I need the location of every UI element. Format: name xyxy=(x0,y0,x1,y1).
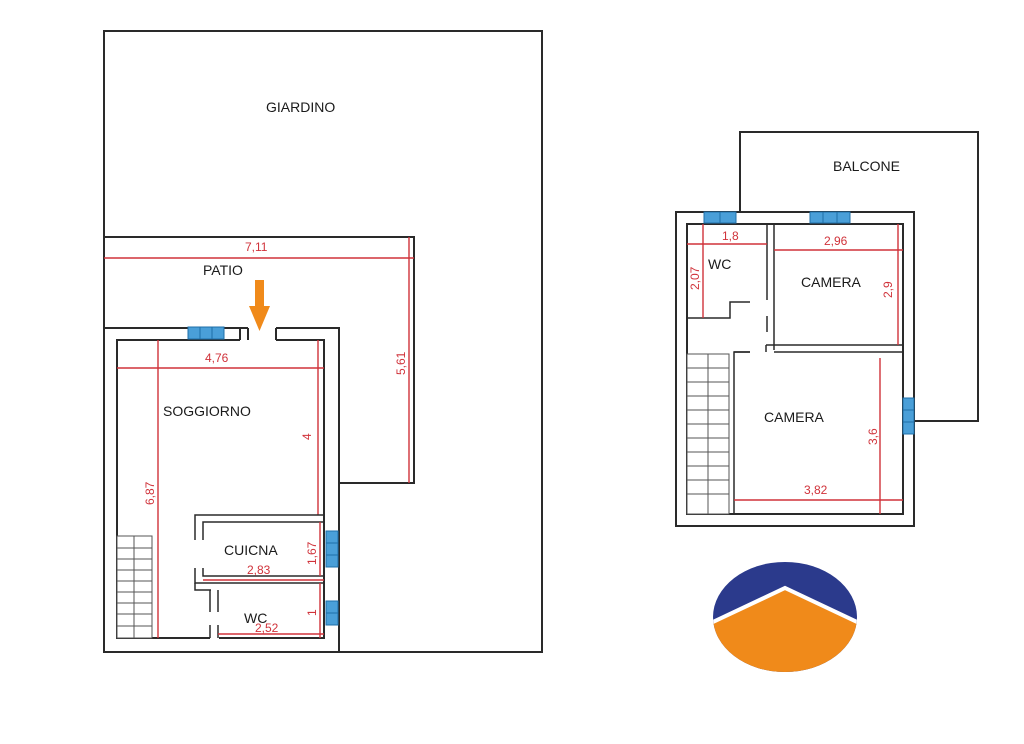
window-icon xyxy=(325,600,339,626)
kitchen-walls xyxy=(194,514,324,638)
first-wc-walls xyxy=(687,224,775,350)
agency-logo xyxy=(713,562,857,672)
ground-wc-label: WC xyxy=(244,610,267,626)
window-icon xyxy=(902,397,915,435)
bedroom2-depth-label: 3,6 xyxy=(866,428,880,445)
bedroom2-walls xyxy=(733,351,750,514)
living-depth-right-label: 4 xyxy=(300,433,314,440)
bedroom1-width-label: 2,96 xyxy=(824,234,848,248)
window-icon xyxy=(809,211,851,224)
bedroom2-label: CAMERA xyxy=(764,409,825,425)
window-icon xyxy=(703,211,737,224)
balcony-outline xyxy=(739,131,979,422)
patio-outline xyxy=(104,236,415,484)
ground-wc-depth-label: 1 xyxy=(305,609,319,616)
ground-stairs xyxy=(116,535,153,639)
first-wc-depth-label: 2,07 xyxy=(688,266,702,290)
living-width-label: 4,76 xyxy=(205,351,229,365)
kitchen-label: CUICNA xyxy=(224,542,278,558)
ground-floor-house-walls xyxy=(103,327,340,653)
window-icon xyxy=(187,326,225,340)
first-floor-outer-wall xyxy=(675,211,915,527)
living-room-label: SOGGIORNO xyxy=(163,403,251,419)
bedroom2-width-label: 3,82 xyxy=(804,483,828,497)
first-wc-label: WC xyxy=(708,256,731,272)
ground-floor: GIARDINO PATIO 7,11 5,61 xyxy=(103,30,543,653)
first-stairs xyxy=(686,353,730,515)
first-floor: BALCONE WC 1,8 2,07 xyxy=(675,131,979,527)
bedroom1-label: CAMERA xyxy=(801,274,862,290)
first-wc-width-label: 1,8 xyxy=(722,229,739,243)
ground-wc-width-label: 2,52 xyxy=(255,621,279,635)
living-depth-left-label: 6,87 xyxy=(143,481,157,505)
kitchen-depth-label: 1,67 xyxy=(305,541,319,565)
garden-label: GIARDINO xyxy=(266,99,335,115)
patio-depth-label: 5,61 xyxy=(394,351,408,375)
kitchen-width-label: 2,83 xyxy=(247,563,271,577)
patio-label: PATIO xyxy=(203,262,243,278)
bedroom1-walls xyxy=(765,344,903,353)
balcony-label: BALCONE xyxy=(833,158,900,174)
bedroom1-depth-label: 2,9 xyxy=(881,281,895,298)
window-icon xyxy=(325,530,339,568)
entrance-arrow-icon xyxy=(249,280,270,331)
patio-width-label: 7,11 xyxy=(245,240,268,254)
